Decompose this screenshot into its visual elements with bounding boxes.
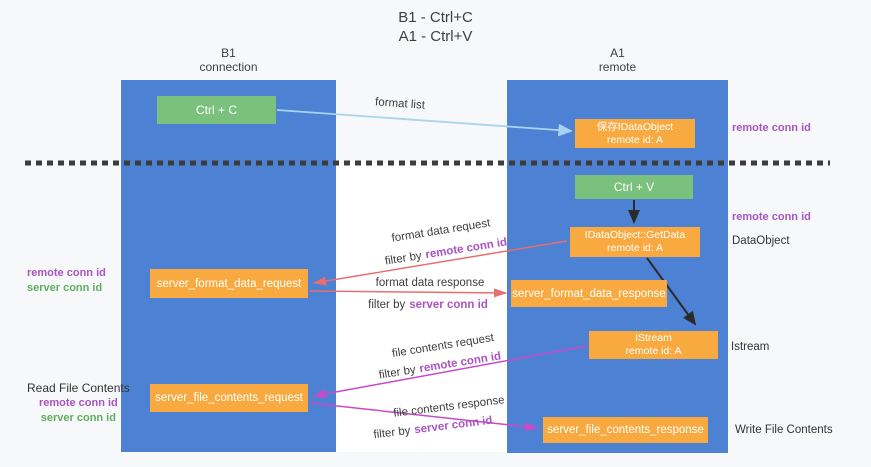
filter-by-text: filter by (368, 299, 406, 311)
server-conn-id-annotation-left2: server conn id (40, 412, 116, 424)
remote-conn-id-annotation-mid: remote conn id (732, 211, 811, 223)
read-file-contents-annotation: Read File Contents (27, 381, 130, 395)
server-file-contents-response-node: server_file_contents_response (543, 417, 708, 443)
lane-b1-role: connection (199, 60, 258, 74)
format-list-flow-label: format list (375, 96, 426, 111)
server-format-data-response-label: server_format_data_response (512, 287, 666, 300)
istream-node: IStream remote id: A (589, 331, 718, 359)
getdata-line2: remote id: A (606, 242, 664, 254)
ctrl-c-node: Ctrl + C (157, 96, 276, 124)
server-format-data-response-node: server_format_data_response (511, 280, 667, 307)
server-file-contents-response-label: server_file_contents_response (547, 424, 704, 436)
istream-line1: IStream (635, 332, 672, 344)
server-conn-id-annotation-left1: server conn id (27, 282, 103, 294)
format-data-response-text: format data response (375, 277, 485, 289)
istream-line2: remote id: A (625, 345, 682, 357)
format-list-text: format list (374, 96, 426, 112)
lane-a1-name: A1 (610, 46, 625, 60)
server-file-contents-request-node: server_file_contents_request (150, 384, 308, 412)
ctrl-v-node: Ctrl + V (575, 175, 693, 199)
format-data-response-flow-label: format data response (376, 277, 485, 289)
save-idataobject-node: 保存IDataObject remote id: A (575, 119, 695, 148)
ctrl-v-label: Ctrl + V (613, 180, 655, 194)
title-line1: B1 - Ctrl+C (398, 9, 473, 26)
lane-header-b1: B1 connection (121, 46, 336, 74)
server-conn-id-highlight: server conn id (409, 299, 488, 311)
lane-header-a1: A1 remote (507, 46, 728, 74)
getdata-line1: IDataObject::GetData (584, 229, 686, 241)
server-file-contents-request-label: server_file_contents_request (155, 392, 303, 404)
format-request-conn-id-group: remote conn id server conn id (27, 266, 106, 296)
remote-conn-id-annotation-left2: remote conn id (38, 397, 118, 409)
diagram-title: B1 - Ctrl+C A1 - Ctrl+V (0, 8, 871, 46)
idataobject-getdata-node: IDataObject::GetData remote id: A (570, 227, 700, 257)
server-format-data-request-label: server_format_data_request (156, 277, 302, 290)
ctrl-c-label: Ctrl + C (195, 103, 237, 117)
server-format-data-request-node: server_format_data_request (150, 269, 308, 298)
remote-conn-id-annotation-top: remote conn id (732, 122, 811, 134)
dataobject-annotation: DataObject (732, 235, 790, 247)
title-line2: A1 - Ctrl+V (398, 28, 473, 45)
save-idataobject-line2: remote id: A (606, 133, 664, 146)
lane-a1-role: remote (598, 60, 637, 74)
istream-annotation: Istream (731, 341, 770, 353)
remote-conn-id-annotation-left1: remote conn id (27, 267, 106, 279)
file-request-conn-id-group: Read File Contents remote conn id server… (27, 381, 130, 426)
lane-b1-name: B1 (221, 46, 236, 60)
save-idataobject-line1: 保存IDataObject (596, 120, 674, 133)
write-file-contents-annotation: Write File Contents (735, 424, 833, 436)
